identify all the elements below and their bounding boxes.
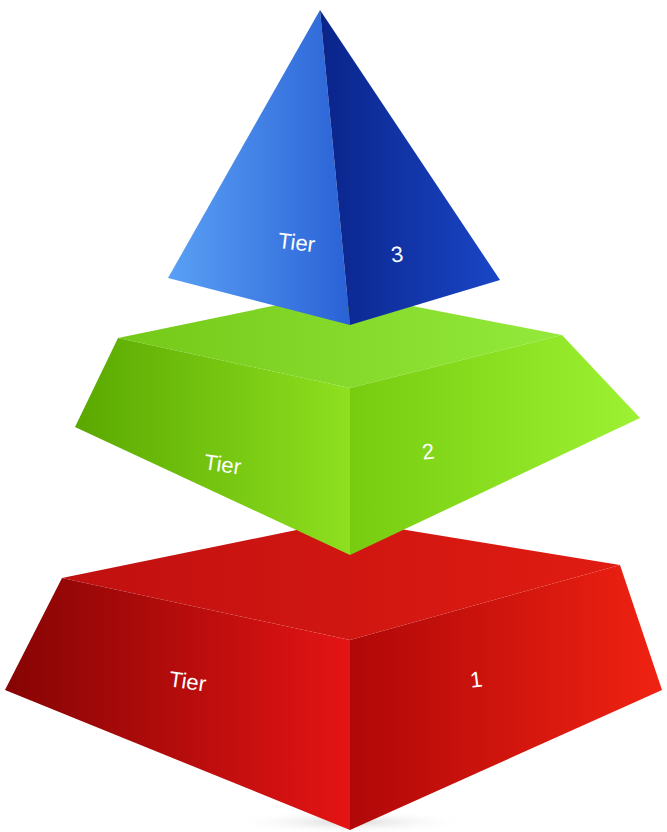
tier-face xyxy=(168,10,350,325)
tier-face xyxy=(350,335,640,555)
pyramid-middle-slab: Tier2 xyxy=(75,292,640,555)
tier-number: 3 xyxy=(390,242,405,267)
tier-label: Tier xyxy=(202,451,242,480)
tier-shape xyxy=(75,292,640,555)
tier-label: Tier xyxy=(276,229,316,258)
tier-shape xyxy=(5,520,662,830)
tier-face xyxy=(5,578,350,830)
tier-face xyxy=(75,338,350,555)
tier-label: Tier xyxy=(167,668,207,697)
tier-face xyxy=(320,10,500,325)
tier-shape xyxy=(168,10,500,325)
pyramid-base-slab: Tier1 xyxy=(5,520,662,830)
pyramid-tip: Tier 3 xyxy=(168,10,500,325)
tier-face xyxy=(350,565,662,830)
